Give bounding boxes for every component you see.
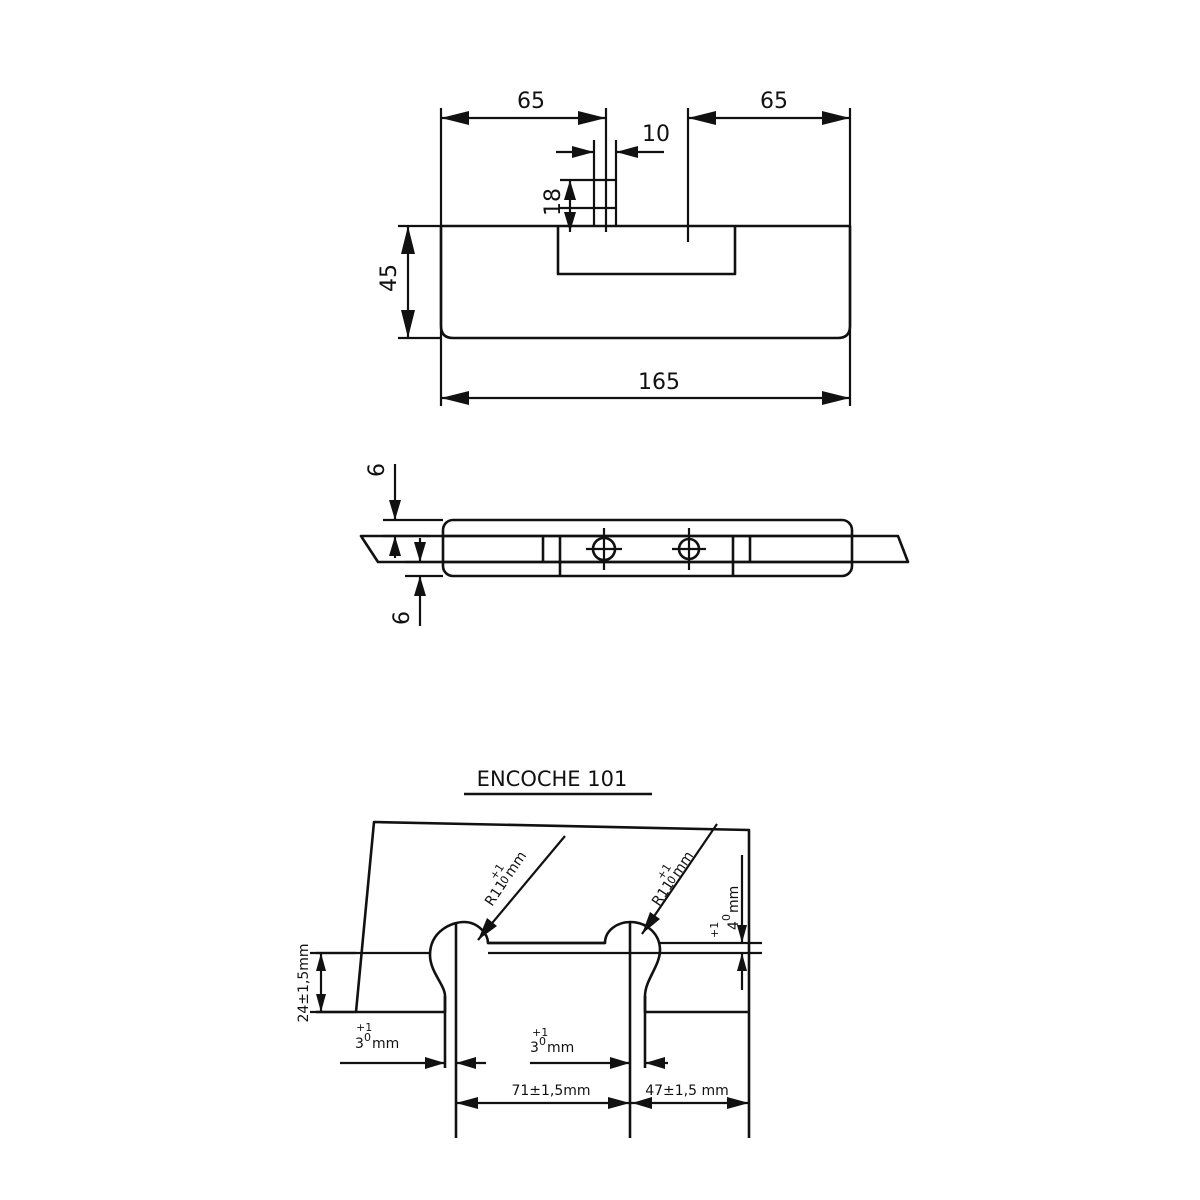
arrowhead (456, 1097, 478, 1109)
arrowhead (564, 212, 576, 232)
arrowhead (822, 111, 850, 125)
dim-label-65-right: 65 (760, 89, 788, 114)
arrowhead (727, 1097, 749, 1109)
arrowhead (645, 1057, 665, 1069)
arrowhead (632, 1097, 652, 1109)
arrowhead (316, 953, 326, 971)
plate-recess (556, 226, 737, 276)
slot-mid-sub: 0 (539, 1035, 546, 1048)
slot-mid-unit: mm (547, 1040, 574, 1056)
side-view: 6 6 (359, 463, 910, 626)
arrowhead (389, 536, 401, 556)
arrowhead (578, 111, 606, 125)
edge-label: 47±1,5 mm (645, 1083, 729, 1099)
depth-unit: mm (726, 886, 742, 913)
arrowhead (572, 146, 594, 158)
slot-left-tol: +1 (356, 1021, 372, 1034)
dim-label-10: 10 (642, 122, 670, 147)
arrowhead (822, 391, 850, 405)
arrowhead (441, 391, 469, 405)
plate-outline (439, 224, 852, 340)
notch-title: ENCOCHE 101 (477, 767, 628, 791)
clamp-body (441, 518, 854, 578)
arrowhead (414, 542, 426, 562)
slot-left-label: +1 3 0 mm (355, 1021, 399, 1052)
slot-mid-label: +1 3 0 mm (530, 1026, 574, 1056)
arrowhead (610, 1057, 630, 1069)
radius-right-unit: mm (669, 849, 698, 881)
dim-label-165: 165 (638, 370, 680, 395)
arrowhead (737, 925, 747, 943)
dim-label-6-bottom: 6 (390, 611, 415, 625)
arrowhead (564, 180, 576, 200)
depth-main: 4 (726, 921, 742, 930)
spacing-label: 71±1,5mm (511, 1083, 590, 1099)
arrowhead (401, 310, 415, 338)
notch-view: ENCOCHE 101 R11 +1 0 mm R11 +1 0 (296, 767, 762, 1138)
dim-label-45: 45 (377, 264, 402, 292)
arrowhead (478, 918, 497, 940)
arrowhead (608, 1097, 630, 1109)
radius-label-right: R11 +1 0 mm (649, 849, 698, 910)
height-label: 24±1,5mm (296, 943, 312, 1022)
arrowhead (737, 953, 747, 971)
arrowhead (401, 226, 415, 254)
arrowhead (688, 111, 716, 125)
arrowhead (425, 1057, 445, 1069)
arrowhead (316, 994, 326, 1012)
arrowhead (441, 111, 469, 125)
arrowhead (616, 146, 638, 158)
slot-mid-tol: +1 (532, 1026, 548, 1039)
dim-label-18: 18 (541, 188, 566, 216)
arrowhead (456, 1057, 476, 1069)
notch-profile (316, 920, 749, 1014)
slot-left-main: 3 (355, 1036, 364, 1052)
depth-label: +1 4 0 mm (708, 886, 742, 938)
slot-left-sub: 0 (364, 1031, 371, 1044)
dim-label-65-left: 65 (517, 89, 545, 114)
radius-left-unit: mm (502, 849, 531, 881)
arrowhead (414, 576, 426, 596)
top-view: 65 65 10 18 45 165 (377, 89, 852, 406)
depth-sub: 0 (720, 914, 733, 921)
slot-left-unit: mm (372, 1036, 399, 1052)
depth-tol: +1 (708, 922, 721, 938)
arrowhead (389, 500, 401, 520)
arrowhead (642, 912, 660, 934)
glass-outline (354, 820, 751, 1138)
radius-label-left: R11 +1 0 mm (482, 849, 531, 910)
slot-mid-main: 3 (530, 1040, 539, 1056)
dim-label-6-top: 6 (365, 463, 390, 477)
